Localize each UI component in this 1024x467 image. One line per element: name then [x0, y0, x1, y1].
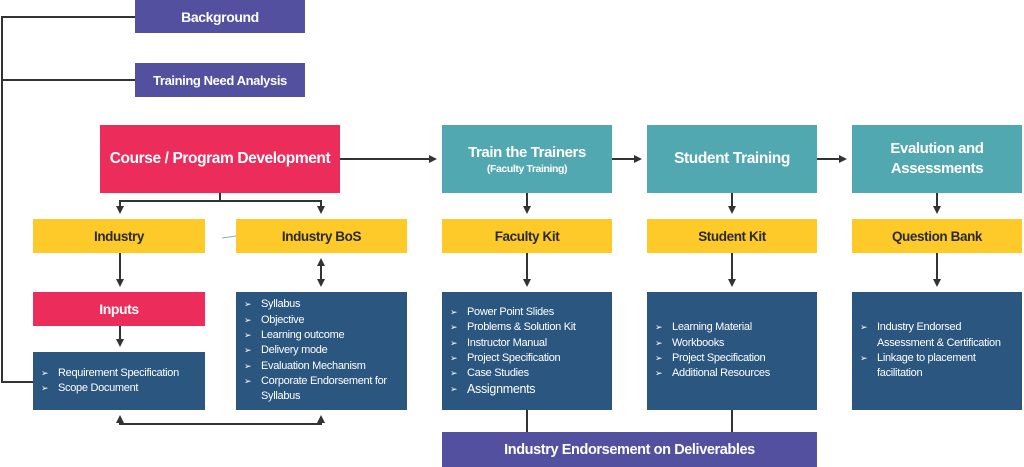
list-item: Requirement Specification: [41, 366, 199, 382]
list-item: Power Point Slides: [450, 305, 606, 321]
list-item: Case Studies: [450, 366, 606, 382]
train-the-trainers-subtitle: (Faculty Training): [486, 162, 568, 175]
connector-req-syllabus: [119, 418, 322, 425]
list-item: Problems & Solution Kit: [450, 320, 606, 336]
list-item: Workbooks: [655, 336, 811, 352]
list-item: Corporate Endorsement for Syllabus: [244, 374, 401, 405]
inputs-box[interactable]: Inputs: [33, 292, 205, 326]
list-item: Project Specification: [450, 351, 606, 367]
background-box[interactable]: Background: [135, 0, 305, 33]
list-item: Additional Resources: [655, 366, 811, 382]
connector-course-bos: [220, 200, 325, 214]
list-item: Instructor Manual: [450, 336, 606, 352]
industry-bos-box[interactable]: Industry BoS: [236, 219, 407, 253]
student-kit-box[interactable]: Student Kit: [647, 219, 817, 253]
faculty-kit-box[interactable]: Faculty Kit: [442, 219, 612, 253]
connector-left-loop: [1, 16, 135, 383]
train-the-trainers-title: Train the Trainers: [468, 143, 586, 161]
requirements-list-box: Requirement Specification Scope Document: [33, 352, 205, 410]
industry-endorsement-box[interactable]: Industry Endorsement on Deliverables: [442, 432, 817, 467]
connector-course-split: [116, 193, 221, 214]
list-item: Assignments: [450, 382, 606, 398]
evaluation-box[interactable]: Evalution and Assessments: [852, 125, 1022, 193]
assessment-list-box: Industry Endorsed Assessment & Certifica…: [852, 292, 1022, 410]
list-item: Project Specification: [655, 351, 811, 367]
student-training-box[interactable]: Student Training: [647, 125, 817, 193]
industry-box[interactable]: Industry: [33, 219, 205, 253]
stray-connector: [221, 235, 237, 239]
evaluation-line2: Assessments: [890, 160, 984, 177]
syllabus-list-box: Syllabus Objective Learning outcome Deli…: [236, 292, 407, 410]
training-need-analysis-box[interactable]: Training Need Analysis: [135, 63, 305, 97]
list-item: Learning outcome: [244, 328, 401, 344]
list-item: Learning Material: [655, 320, 811, 336]
list-item: Scope Document: [41, 381, 199, 397]
faculty-kit-list-box: Power Point Slides Problems & Solution K…: [442, 292, 612, 410]
evaluation-line1: Evalution and: [890, 140, 984, 157]
list-item: Industry Endorsed Assessment & Certifica…: [860, 320, 1016, 351]
list-item: Objective: [244, 313, 401, 329]
list-item: Syllabus: [244, 297, 401, 313]
question-bank-box[interactable]: Question Bank: [852, 219, 1022, 253]
student-kit-list-box: Learning Material Workbooks Project Spec…: [647, 292, 817, 410]
list-item: Linkage to placement facilitation: [860, 351, 1016, 382]
course-development-box[interactable]: Course / Program Development: [100, 125, 340, 193]
list-item: Delivery mode: [244, 343, 401, 359]
train-the-trainers-box[interactable]: Train the Trainers (Faculty Training): [442, 125, 612, 193]
list-item: Evaluation Mechanism: [244, 359, 401, 375]
